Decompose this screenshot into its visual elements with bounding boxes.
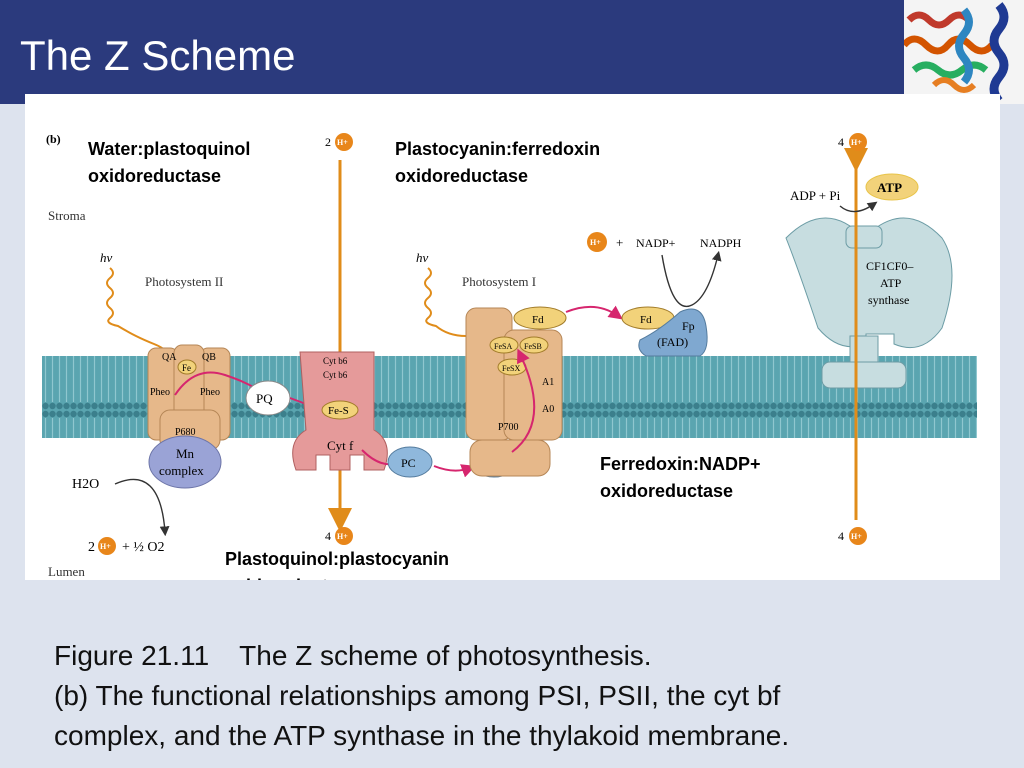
nadph-label: NADPH [700, 236, 742, 250]
fe-s-center [321, 400, 359, 420]
figure-number: Figure 21.11 [54, 640, 210, 671]
hplus-label-4: H+ [590, 238, 601, 247]
light-arrow-psii [106, 267, 189, 418]
hv-psi: hν [416, 250, 429, 265]
h-count-4a: 4 [325, 529, 331, 543]
diagram-panel: (b) Stroma Lumen Water:plastoquinol oxid… [25, 94, 1000, 596]
fp-label: Fp [682, 319, 695, 333]
mn-complex [148, 435, 222, 489]
figure-title: The Z scheme of photosynthesis. [239, 640, 652, 671]
h-count-4b: 4 [838, 135, 844, 149]
psii-label: Photosystem II [145, 274, 223, 289]
pheo-a-label: Pheo [150, 387, 170, 398]
electron-arrow-pc-pc [433, 464, 476, 478]
protein-structure-image [904, 0, 1024, 104]
nadp-reduction-arrow [661, 250, 722, 308]
hplus-label-2: H+ [337, 138, 348, 147]
cyt-f-label: Cyt f [327, 438, 354, 453]
h2-count: 2 [88, 540, 95, 555]
plus-sign: + [616, 235, 623, 250]
caption-line-1: Figure 21.11 The Z scheme of photosynthes… [54, 636, 994, 676]
z-scheme-diagram: (b) Stroma Lumen Water:plastoquinol oxid… [42, 132, 977, 596]
synthase-label-3: synthase [868, 293, 909, 307]
fe-s-label: Fe-S [328, 405, 349, 417]
h-count-2: 2 [325, 135, 331, 149]
atp-label: ATP [877, 180, 902, 195]
caption-line-3: complex, and the ATP synthase in the thy… [54, 720, 790, 751]
plastocyanin-ferredoxin-label: Plastocyanin:ferredoxin [395, 139, 600, 159]
qb-label: QB [202, 352, 216, 363]
fd-bound [513, 306, 567, 330]
plastocyanin-ferredoxin-label-2: oxidoreductase [395, 166, 528, 186]
plastoquinol-plastocyanin-label-2: oxidoreductase [225, 576, 358, 580]
mn-complex-label: complex [159, 463, 204, 478]
fesb-label: FeSB [524, 342, 542, 351]
a1-label: A1 [542, 377, 554, 388]
title-bar: The Z Scheme [0, 0, 1024, 104]
hplus-icon-lumen-psii [98, 537, 116, 555]
plastoquinol-plastocyanin-label: Plastoquinol:plastocyanin [225, 549, 449, 569]
figure-caption: Figure 21.11 The Z scheme of photosynthes… [54, 636, 994, 756]
hplus-icon-lumen-atp [849, 527, 867, 545]
fesa-center [489, 336, 519, 354]
pheo-b-label: Pheo [200, 387, 220, 398]
atp-synthesis-arrow [839, 201, 878, 213]
synthase-label-1: CF1CF0– [866, 259, 914, 273]
pc-label-1: PC [401, 456, 416, 470]
adp-label: ADP + Pi [790, 188, 841, 203]
mn-label: Mn [176, 446, 195, 461]
fad-label: (FAD) [657, 335, 688, 349]
hplus-label-5: H+ [851, 138, 862, 147]
water-plastoquinol-label-2: oxidoreductase [88, 166, 221, 186]
psi-label: Photosystem I [462, 274, 536, 289]
ferredoxin-nadp-label-2: oxidoreductase [600, 481, 733, 501]
fp-fad [638, 308, 708, 357]
synthase-label-2: ATP [880, 276, 902, 290]
water-arrow [114, 478, 170, 537]
ferredoxin-nadp-label: Ferredoxin:NADP+ [600, 454, 761, 474]
fd-label-1: Fd [532, 314, 544, 326]
pq-label: PQ [256, 391, 273, 406]
p700-label: P700 [498, 422, 519, 433]
hplus-label-3: H+ [337, 532, 348, 541]
stroma-label: Stroma [48, 208, 86, 223]
fe-center [177, 359, 197, 375]
cyt-b6-label-2: Cyt b6 [323, 370, 348, 380]
hplus-icon-stroma-cyt [335, 133, 353, 151]
half-o2-label: + ½ O2 [122, 540, 165, 555]
fd-label-2: Fd [640, 314, 652, 326]
lumen-label: Lumen [48, 564, 85, 579]
qa-label: QA [162, 352, 177, 363]
fesa-label: FeSA [494, 342, 512, 351]
hplus-label-1: H+ [100, 542, 111, 551]
electron-arrow-psi [511, 348, 536, 453]
cyt-b6-label-1: Cyt b6 [323, 356, 348, 366]
hplus-icon-nadp [587, 232, 607, 252]
hv-psii: hν [100, 250, 113, 265]
nadp-label: NADP+ [636, 236, 676, 250]
slide-title: The Z Scheme [20, 32, 296, 79]
caption-line-2: (b) The functional relationships among P… [54, 680, 781, 711]
panel-label: (b) [46, 132, 61, 146]
fe-label: Fe [182, 363, 191, 373]
p680-label: P680 [175, 427, 196, 438]
hplus-icon-lumen-cyt [335, 527, 353, 545]
hplus-label-6: H+ [851, 532, 862, 541]
electron-arrow-fd [565, 305, 623, 320]
a0-label: A0 [542, 404, 554, 415]
fesx-label: FeSX [502, 364, 520, 373]
h2o-label: H2O [72, 477, 99, 492]
hplus-icon-stroma-atp [849, 133, 867, 151]
water-plastoquinol-label: Water:plastoquinol [88, 139, 250, 159]
h-count-4c: 4 [838, 529, 844, 543]
pc-carrier-1 [387, 446, 433, 478]
atp-glow [865, 173, 919, 201]
